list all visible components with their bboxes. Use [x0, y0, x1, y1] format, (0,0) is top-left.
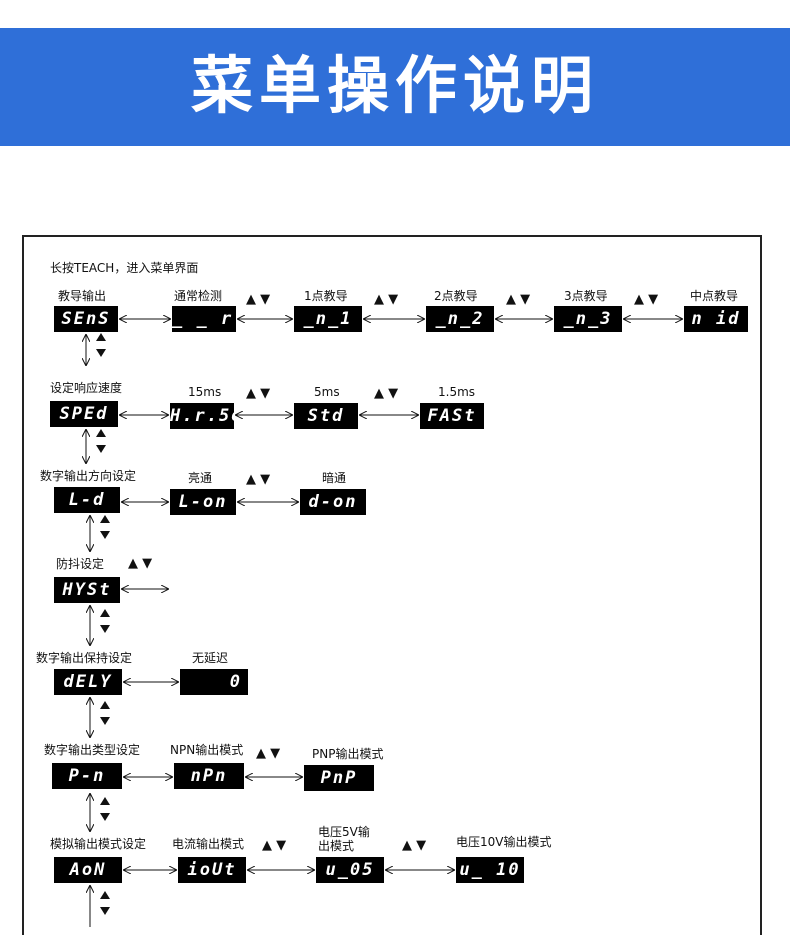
updown-arrows-icon: ▲ ▼ — [402, 838, 427, 853]
row7-opt1-display: ioUt — [178, 857, 246, 883]
row7-opt1-label: 电流输出模式 — [172, 837, 245, 851]
row7-opt2-label: 电压5V输出模式 — [318, 825, 370, 853]
row2-opt3-display: FASt — [420, 403, 484, 429]
row4-label: 防抖设定 — [56, 557, 105, 571]
row6-opt1-label: NPN输出模式 — [170, 743, 244, 757]
row6-opt2-label: PNP输出模式 — [312, 747, 384, 761]
row2-label: 设定响应速度 — [50, 381, 123, 395]
row5-opt1-label: 无延迟 — [192, 651, 229, 665]
row1-opt4-label: 3点教导 — [564, 289, 608, 303]
row1-opt3-display: _n_2 — [426, 306, 494, 332]
row3-opt1-display: L-on — [170, 489, 236, 515]
row1-opt2-display: _n_1 — [294, 306, 362, 332]
row2-opt2-label: 5ms — [314, 385, 340, 399]
menu-diagram-panel: 长按TEACH，进入菜单界面 教导输出 SEnS 通常检测 _ _ r ‾ ▲ … — [22, 235, 762, 935]
updown-arrows-icon: ▲ ▼ — [374, 386, 399, 401]
row1-opt1-label: 通常检测 — [174, 289, 223, 303]
updown-arrows-icon: ▲ ▼ — [374, 292, 399, 307]
row2-opt3-label: 1.5ms — [438, 385, 476, 399]
row6-main-display: P-n — [52, 763, 122, 789]
updown-arrows-icon: ▲ ▼ — [256, 746, 281, 761]
updown-arrows-icon: ▲ ▼ — [246, 472, 271, 487]
updown-arrows-icon: ▲ ▼ — [506, 292, 531, 307]
row7-opt3-display: u_ 10 — [456, 857, 524, 883]
row1-opt4-display: _n_3 — [554, 306, 622, 332]
row2-main-display: SPEd — [50, 401, 118, 427]
row1-main-display: SEnS — [54, 306, 118, 332]
row3-main-display: L-d — [54, 487, 120, 513]
row2-opt1-display: H.r.5o — [170, 403, 234, 429]
row3-opt2-display: d-on — [300, 489, 366, 515]
updown-arrows-icon: ▲ ▼ — [246, 292, 271, 307]
row2-opt1-label: 15ms — [188, 385, 222, 399]
row7-opt3-label: 电压10V输出模式 — [456, 835, 552, 849]
updown-arrows-icon: ▲ ▼ — [262, 838, 287, 853]
intro-text: 长按TEACH，进入菜单界面 — [50, 261, 199, 275]
row4-main-display: HYSt — [54, 577, 120, 603]
updown-arrows-icon: ▲ ▼ — [634, 292, 659, 307]
row1-opt1-display: _ _ r ‾ — [172, 306, 236, 332]
title-banner: 菜单操作说明 — [0, 28, 790, 146]
row5-label: 数字输出保持设定 — [36, 651, 133, 665]
row1-opt5-display: n id — [684, 306, 748, 332]
row6-opt2-display: PnP — [304, 765, 374, 791]
row6-opt1-display: nPn — [174, 763, 244, 789]
row1-opt2-label: 1点教导 — [304, 289, 348, 303]
row7-opt2-display: u_05 — [316, 857, 384, 883]
row1-opt3-label: 2点教导 — [434, 289, 478, 303]
row3-opt2-label: 暗通 — [322, 471, 347, 485]
row3-label: 数字输出方向设定 — [40, 469, 137, 483]
row1-label: 教导输出 — [58, 289, 107, 303]
page-title: 菜单操作说明 — [190, 49, 599, 122]
updown-arrows-icon: ▲ ▼ — [246, 386, 271, 401]
connector-arrows — [24, 237, 764, 927]
row2-opt2-display: Std — [294, 403, 358, 429]
row1-opt5-label: 中点教导 — [690, 289, 739, 303]
row3-opt1-label: 亮通 — [188, 471, 213, 485]
row5-opt1-display: 0 — [180, 669, 248, 695]
row6-label: 数字输出类型设定 — [44, 743, 141, 757]
row7-label: 模拟输出模式设定 — [50, 837, 147, 851]
row7-main-display: AoN — [54, 857, 122, 883]
updown-arrows-icon: ▲ ▼ — [128, 556, 153, 571]
row5-main-display: dELY — [54, 669, 122, 695]
